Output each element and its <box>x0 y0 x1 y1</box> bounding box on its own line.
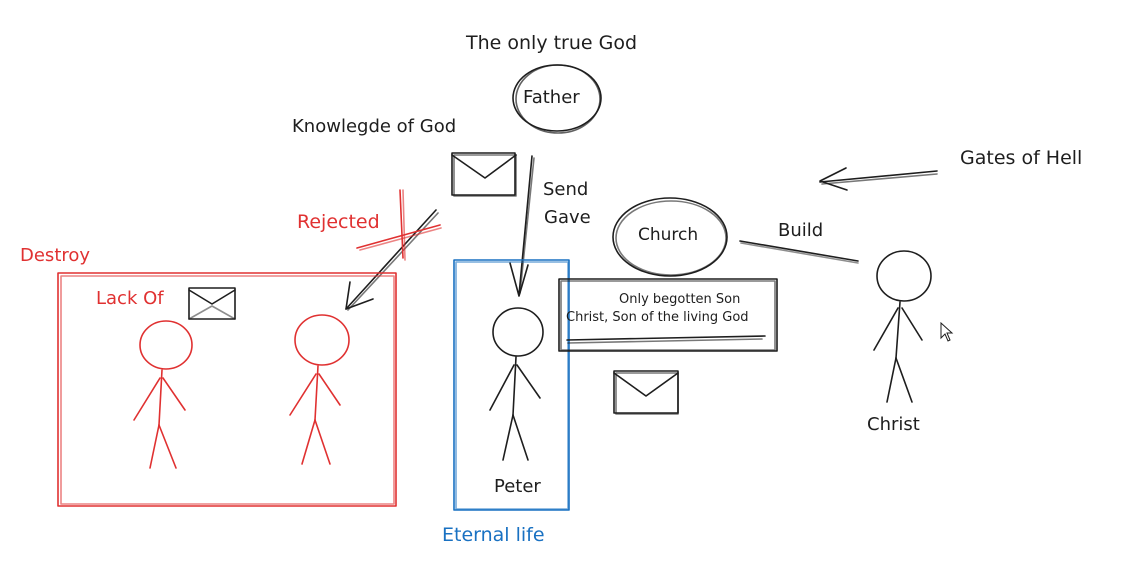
lack-of-label: Lack Of <box>96 288 164 309</box>
confession-box <box>558 278 778 352</box>
gates-label: Gates of Hell <box>960 147 1083 169</box>
father-label: Father <box>523 87 580 108</box>
knowledge-label: Knowlegde of God <box>292 116 457 137</box>
cursor-pointer-icon <box>940 322 954 342</box>
stick-figure-icon <box>289 314 350 465</box>
send-label: Send <box>543 179 589 200</box>
church-label: Church <box>638 225 699 245</box>
envelope-icon <box>451 152 517 197</box>
stick-figure-icon <box>873 250 932 403</box>
envelope-icon <box>188 287 236 320</box>
christ-label: Christ <box>867 414 920 435</box>
confession-line-1: Only begotten Son <box>619 292 741 307</box>
peter-label: Peter <box>494 476 541 497</box>
gave-label: Gave <box>544 207 591 228</box>
title-label: The only true God <box>466 32 638 54</box>
stick-figure-icon <box>489 307 544 461</box>
confession-line-2: Christ, Son of the living God <box>566 310 749 325</box>
gates-arrow <box>819 167 938 191</box>
church-circle <box>612 197 728 277</box>
send-arrow <box>509 155 535 297</box>
build-label: Build <box>778 220 824 241</box>
rejected-cross <box>356 189 442 261</box>
stick-figure-icon <box>133 320 193 469</box>
destroy-label: Destroy <box>20 245 91 266</box>
envelope-icon <box>613 370 679 415</box>
rejected-label: Rejected <box>297 211 380 233</box>
eternal-life-box <box>453 259 570 511</box>
eternal-life-label: Eternal life <box>442 524 545 546</box>
destroy-box <box>57 272 397 507</box>
build-line <box>739 240 859 262</box>
